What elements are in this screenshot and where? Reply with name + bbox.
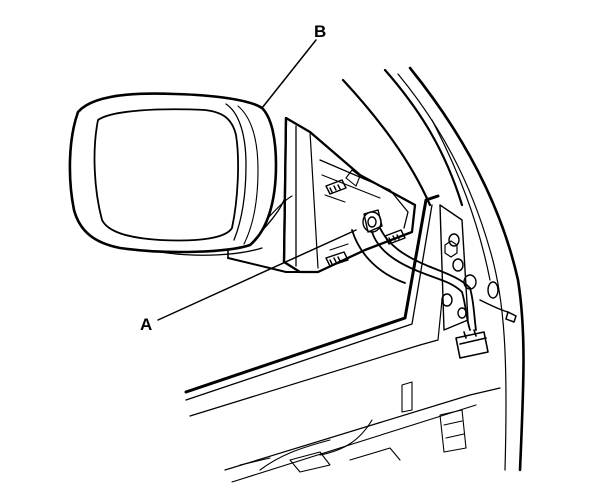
- door-lower-internals: [239, 381, 467, 473]
- leader-lines: [157, 39, 357, 321]
- callout-label-b: B: [314, 22, 326, 41]
- wire-harness: [351, 227, 477, 331]
- lower-stud: [325, 251, 349, 267]
- leader-line-a: [157, 229, 357, 321]
- center-nut: [362, 209, 383, 233]
- door-mount-bracket: [439, 204, 499, 331]
- door-frame: [341, 66, 525, 472]
- leader-line-b: [261, 39, 317, 109]
- right-stud: [384, 229, 406, 245]
- harness-lead: [479, 299, 517, 323]
- callout-label-a: A: [140, 315, 152, 334]
- harness-connector: [455, 329, 489, 359]
- mirror-housing: [68, 92, 293, 256]
- door-frame-inner: [397, 73, 507, 471]
- mirror-base: [227, 116, 417, 274]
- mount-studs: [325, 179, 406, 267]
- upper-stud: [325, 179, 347, 195]
- door-panel: [184, 194, 501, 483]
